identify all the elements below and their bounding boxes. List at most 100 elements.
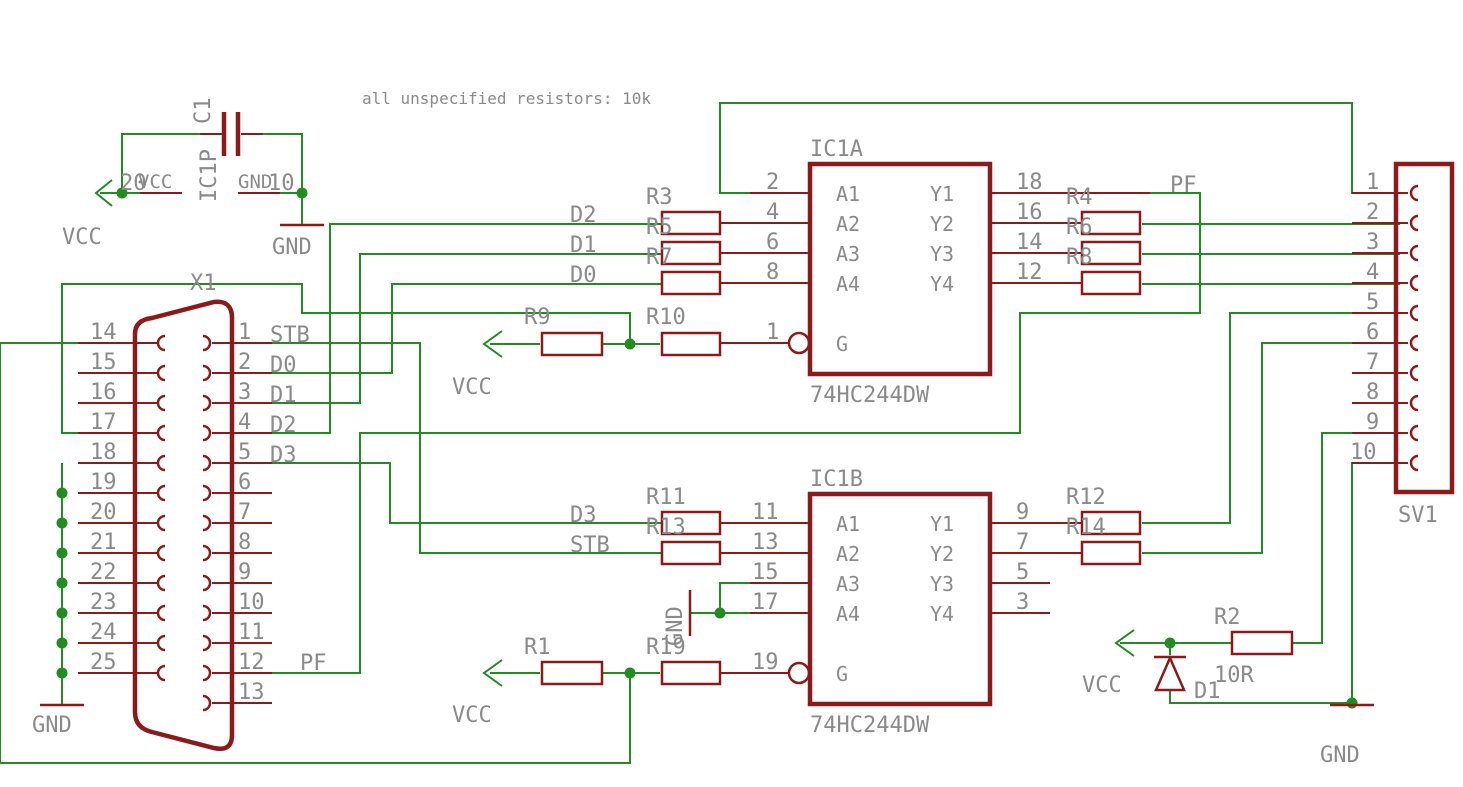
x1-sig-d3: D3 (270, 443, 297, 468)
x1-pin-number: 15 (90, 350, 117, 375)
x1-pin-socket (156, 574, 166, 592)
junction-dot (624, 667, 636, 679)
junction-dot (56, 577, 68, 589)
resistor-r9 (540, 331, 604, 357)
junction-dot (1346, 697, 1358, 709)
sv1-pin-socket (1409, 424, 1419, 442)
resistor-r13 (660, 540, 722, 566)
x1-pin-number: 25 (90, 650, 117, 675)
sv1-pin-number: 10 (1350, 440, 1377, 465)
net-stb: STB (570, 533, 610, 558)
ic1b-pin-a2: 13 (752, 530, 779, 555)
r4-label: R4 (1066, 185, 1093, 210)
ic1a-value: 74HC244DW (810, 383, 930, 408)
ic1b-name-g: G (836, 662, 848, 686)
x1-pin-socket (156, 514, 166, 532)
net-d1: D1 (570, 233, 597, 258)
x1-pin-socket (156, 394, 166, 412)
r8-label: R8 (1066, 245, 1093, 270)
x1-pin-number: 6 (238, 470, 251, 495)
x1-pin-number: 8 (238, 530, 251, 555)
sv1-pin-number: 2 (1366, 200, 1379, 225)
net-d3: D3 (570, 503, 597, 528)
junction-dot (56, 547, 68, 559)
r13-label: R13 (646, 515, 686, 540)
ic1a-name: IC1A (810, 137, 863, 162)
ic1p-vcc-pin: 20 (120, 171, 147, 196)
resistors: R3 R5 R7 R4 R6 R8 R9 R10 R11 R13 (524, 185, 1294, 688)
ic1b-name-y2: Y2 (930, 542, 954, 566)
ic1a-name-a2: A2 (836, 212, 860, 236)
ic1b-name-a1: A1 (836, 512, 860, 536)
r6-label: R6 (1066, 215, 1093, 240)
gnd-symbol: GND (663, 590, 692, 646)
vcc-label: VCC (62, 225, 102, 250)
ic1p-gnd-name: GND (238, 171, 272, 193)
resistor-note: all unspecified resistors: 10k (362, 89, 651, 108)
resistor-a4 (660, 270, 722, 296)
x1-pin-socket (156, 664, 166, 682)
junction-dot (56, 607, 68, 619)
gnd-symbol: GND (272, 223, 324, 260)
resistor-r10 (660, 331, 722, 357)
x1-pin-socket (202, 544, 212, 562)
x1-pin-socket (156, 634, 166, 652)
sv1-pin-socket (1409, 364, 1419, 382)
x1-pin-number: 17 (90, 410, 117, 435)
ic1b-name-y1: Y1 (930, 512, 954, 536)
junction-dot (1164, 637, 1176, 649)
x1-pin-number: 2 (238, 350, 251, 375)
sv1-pin-socket (1409, 454, 1419, 472)
ic1b-pin-y1: 9 (1016, 500, 1029, 525)
x1-pin-number: 14 (90, 320, 117, 345)
ic1b-pin-y2: 7 (1016, 530, 1029, 555)
x1-pin-number: 3 (238, 380, 251, 405)
x1-pin-number: 4 (238, 410, 251, 435)
vcc-symbol: VCC (62, 179, 113, 250)
x1-pin-socket (156, 544, 166, 562)
ic1b-name-y3: Y3 (930, 572, 954, 596)
junction-dot (624, 338, 636, 350)
sv1-pin-socket (1409, 334, 1419, 352)
ic1a-pin-y3: 14 (1016, 230, 1043, 255)
junction-dot (56, 667, 68, 679)
ic1a-pin-a4: 8 (766, 260, 779, 285)
x1-pin-socket (202, 484, 212, 502)
r3-label: R3 (646, 185, 673, 210)
vcc-symbol: VCC (452, 659, 503, 728)
x1-pin-number: 12 (238, 650, 265, 675)
capacitor-c1: C1 (191, 98, 263, 156)
x1-pin-number: 20 (90, 500, 117, 525)
ic1p-vcc-name: VCC (138, 171, 172, 193)
sv1-pin-number: 5 (1366, 290, 1379, 315)
r5-label: R5 (646, 215, 673, 240)
ic1b-pin-y3: 5 (1016, 560, 1029, 585)
r2-value: 10R (1214, 663, 1254, 688)
x1-pin-socket (202, 664, 212, 682)
r11-label: R11 (646, 485, 686, 510)
diode-d1: D1 (1154, 654, 1221, 704)
ic1b-pin-y4: 3 (1016, 590, 1029, 615)
ic1b-name-a2: A2 (836, 542, 860, 566)
sv1-pin-number: 4 (1366, 260, 1379, 285)
x1-pin-socket (202, 394, 212, 412)
sv1-label: SV1 (1398, 503, 1438, 528)
ic1a-pin-y4: 12 (1016, 260, 1043, 285)
x1-pin-number: 11 (238, 620, 265, 645)
ic1b-pin-a1: 11 (752, 500, 779, 525)
ic1p-gnd-pin: 10 (268, 171, 295, 196)
ic1a-name-y3: Y3 (930, 242, 954, 266)
ic1a-name-g: G (836, 332, 848, 356)
x1-pin-socket (202, 604, 212, 622)
gnd-label: GND (32, 713, 72, 738)
x1-pin-number: 10 (238, 590, 265, 615)
junction-dot (116, 187, 128, 199)
net-d0: D0 (570, 263, 597, 288)
x1-pin-number: 18 (90, 440, 117, 465)
ic1a-name-y1: Y1 (930, 182, 954, 206)
vcc-symbol: VCC (1082, 629, 1135, 698)
net-labels: D2 D1 D0 D3 STB PF (570, 173, 1197, 558)
sv1-pin-number: 9 (1366, 410, 1379, 435)
resistor-y4 (1080, 270, 1142, 296)
